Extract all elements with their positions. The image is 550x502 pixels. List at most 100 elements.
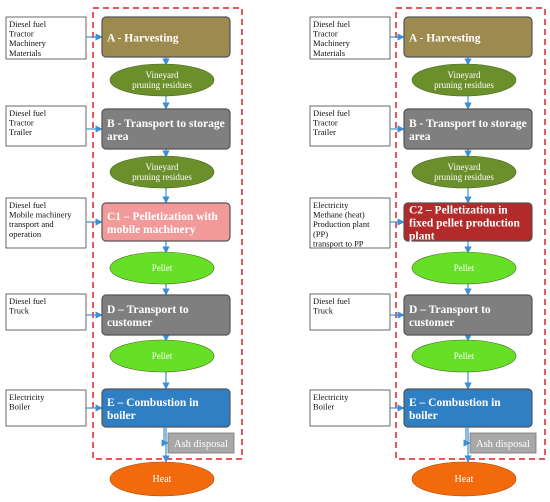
input-text-line: Machinery: [9, 38, 47, 48]
input-text-line: Methane (heat): [313, 210, 365, 220]
product-label-line: pruning residues: [434, 172, 494, 182]
input-text-line: (PP): [313, 229, 328, 239]
input-text-line: Truck: [313, 306, 334, 316]
process-step: [403, 16, 533, 58]
heat-label: Heat: [153, 474, 172, 485]
input-text-line: Diesel fuel: [313, 296, 351, 306]
product-label-line: pruning residues: [434, 80, 494, 90]
process-step-label-line: customer: [409, 317, 454, 329]
process-step-label-line: A - Harvesting: [409, 33, 481, 45]
product-label-line: Pellet: [454, 263, 475, 273]
input-box: [5, 105, 87, 147]
product-oval: [411, 155, 517, 189]
process-step: [403, 108, 533, 150]
process-step-label-line: area: [409, 131, 431, 143]
process-step-label-line: B - Transport to storage: [107, 118, 225, 130]
input-text-line: Mobile machinery: [9, 210, 72, 220]
process-step-label-line: E – Combustion in: [409, 397, 501, 409]
input-text-line: Production plant: [313, 219, 370, 229]
input-text-line: Tractor: [313, 118, 338, 128]
input-text-line: Boiler: [313, 402, 334, 412]
product-label: Pellet: [152, 351, 173, 361]
input-box: [309, 389, 391, 427]
input-text-line: Electricity: [313, 392, 349, 402]
input-text-line: Diesel fuel: [9, 296, 47, 306]
input-text-line: Tractor: [9, 29, 34, 39]
input-text-line: operation: [9, 229, 42, 239]
input-text-line: Truck: [9, 306, 30, 316]
process-step-label-line: C2 – Pelletization in: [409, 205, 508, 217]
input-text-line: Diesel fuel: [313, 19, 351, 29]
input-box: [309, 197, 391, 249]
input-text-line: Tractor: [313, 29, 338, 39]
product-oval: [411, 63, 517, 97]
input-text-line: Machinery: [313, 38, 351, 48]
process-step-label: A - Harvesting: [107, 33, 179, 45]
process-step-label-line: A - Harvesting: [107, 33, 179, 45]
input-box: [5, 197, 87, 249]
product-label-line: Vineyard: [146, 70, 179, 80]
product-oval: [109, 155, 215, 189]
heat-oval: [411, 461, 517, 497]
product-oval: [411, 339, 517, 373]
input-text-line: Diesel fuel: [9, 19, 47, 29]
input-text-line: Diesel fuel: [313, 108, 351, 118]
product-oval: [109, 251, 215, 285]
process-step-label-line: mobile machinery: [107, 224, 196, 236]
process-step-label-line: E – Combustion in: [107, 397, 199, 409]
process-step: [101, 202, 231, 242]
ash-disposal-label: Ash disposal: [476, 439, 530, 450]
input-text-line: Electricity: [313, 200, 349, 210]
input-text-line: Diesel fuel: [9, 200, 47, 210]
process-step: [403, 202, 533, 242]
process-step-label-line: fixed pellet production: [409, 218, 521, 230]
input-text-line: Diesel fuel: [9, 108, 47, 118]
ash-disposal-box: [469, 432, 537, 454]
product-label-line: Pellet: [454, 351, 475, 361]
process-step: [101, 108, 231, 150]
product-label: Pellet: [152, 263, 173, 273]
process-step-label-line: customer: [107, 317, 152, 329]
input-box: [5, 293, 87, 331]
input-box: [309, 16, 391, 60]
process-step: [101, 294, 231, 336]
product-label-line: Pellet: [152, 351, 173, 361]
process-step: [403, 294, 533, 336]
process-step-label-line: C1 – Pelletization with: [107, 211, 218, 223]
process-step-label-line: area: [107, 131, 129, 143]
process-step-label-line: B - Transport to storage: [409, 118, 527, 130]
input-text-line: Boiler: [9, 402, 30, 412]
input-text-line: Materials: [313, 48, 345, 58]
product-oval: [109, 63, 215, 97]
product-oval: [411, 251, 517, 285]
input-text-line: Trailer: [9, 127, 32, 137]
heat-oval: [109, 461, 215, 497]
input-box: [5, 16, 87, 60]
input-text-line: transport to PP: [313, 238, 364, 248]
process-step-label-line: boiler: [409, 410, 438, 422]
ash-disposal-box: [167, 432, 235, 454]
input-box: [309, 293, 391, 331]
product-label: Pellet: [454, 263, 475, 273]
process-step-label-line: D – Transport to: [409, 304, 491, 316]
product-label-line: Vineyard: [448, 162, 481, 172]
